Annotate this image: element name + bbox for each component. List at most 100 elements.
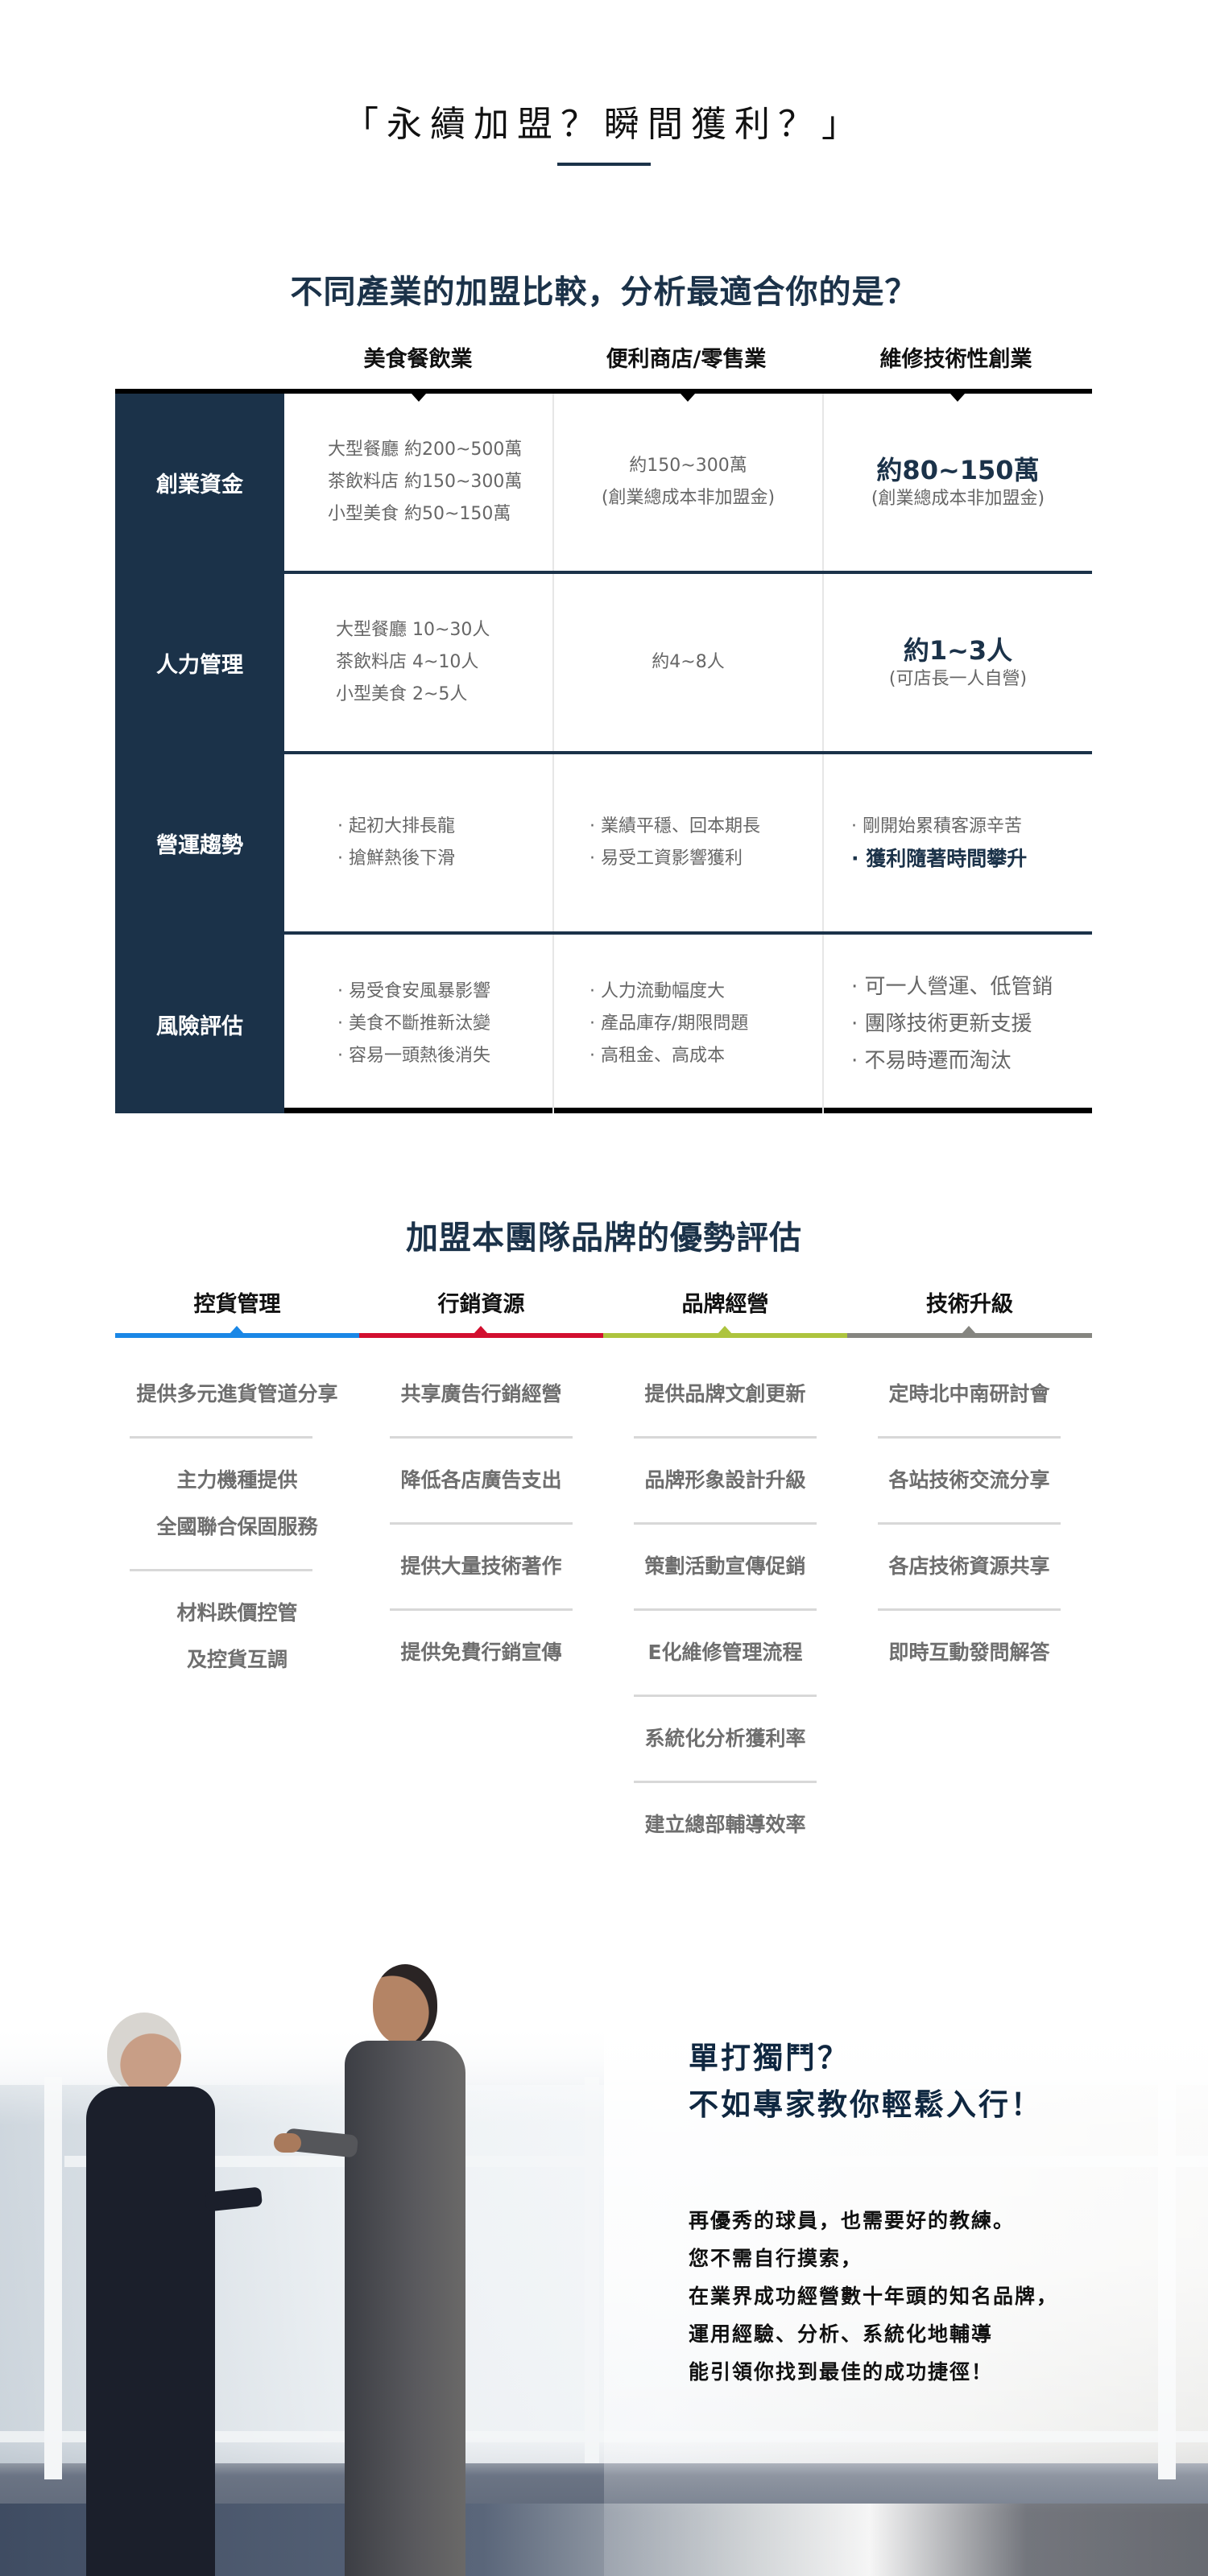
tab-pointer-icon (230, 1326, 244, 1334)
tab-bar-blue (115, 1333, 359, 1338)
list-item: 策劃活動宣傳促銷 (644, 1554, 806, 1578)
tab-label: 品牌經營 (681, 1292, 769, 1317)
list-item: 降低各店廣告支出 (400, 1468, 562, 1492)
cell-bullet: 高租金、高成本 (590, 1040, 822, 1072)
tab-label: 行銷資源 (437, 1292, 525, 1317)
cell-bullet-highlight: 不易時遷而淘汰 (851, 1042, 1092, 1080)
cell-line: (可店長一人自營) (888, 669, 1028, 689)
row-label: 風險評估 (115, 935, 284, 1113)
comparison-table: 創業資金 大型餐廳 約200~500萬 茶飲料店 約150~300萬 小型美食 … (115, 389, 1092, 1113)
advantages-column-brand: 提供品牌文創更新 品牌形象設計升級 策劃活動宣傳促銷 E化維修管理流程 系統化分… (603, 1352, 847, 1867)
cell-line: 小型美食 約50~150萬 (328, 504, 511, 524)
list-item: 共享廣告行銷經營 (400, 1382, 562, 1406)
list-item: 系統化分析獲利率 (644, 1727, 806, 1750)
cell-bullet: 起初大排長龍 (337, 811, 552, 843)
window-mullion (585, 2077, 599, 2463)
item-divider (634, 1695, 817, 1697)
person-head (107, 2013, 181, 2093)
column-header-repair: 維修技術性創業 (879, 347, 1032, 372)
item-divider (634, 1522, 817, 1525)
list-item: 各店技術資源共享 (888, 1554, 1050, 1578)
cell-retail-trend: 業績平穩、回本期長 易受工資影響獲利 (552, 754, 822, 931)
pointer-repair-icon (950, 394, 965, 402)
cell-line: 約150~300萬 (629, 456, 747, 476)
advantages-title: 加盟本團隊品牌的優勢評估 (406, 1220, 802, 1257)
list-item: 主力機種提供 全國聯合保固服務 (156, 1468, 318, 1538)
cell-bullet: 業績平穩、回本期長 (590, 811, 822, 843)
cell-line: (創業總成本非加盟金) (871, 489, 1045, 509)
cell-bullet: 美食不斷推新汰變 (337, 1008, 552, 1040)
cell-retail-staff: 約4~8人 (552, 574, 822, 751)
item-divider (634, 1608, 817, 1611)
advantages-column-technology: 定時北中南研討會 各站技術交流分享 各店技術資源共享 即時互動發問解答 (847, 1352, 1091, 1695)
tab-label: 技術升級 (926, 1292, 1013, 1317)
table-row-trend: 營運趨勢 起初大排長龍 搶鮮熱後下滑 業績平穩、回本期長 易受工資影響獲利 剛開… (115, 754, 1092, 935)
comparison-column-headers: 美食餐飲業 便利商店/零售業 維修技術性創業 (283, 341, 1089, 374)
item-divider (878, 1522, 1061, 1525)
list-item: 定時北中南研討會 (888, 1382, 1050, 1406)
pointer-food-icon (412, 394, 426, 402)
tab-bar-gray (847, 1333, 1092, 1338)
row-divider (115, 571, 1092, 574)
cta-body-line: 能引領你找到最佳的成功捷徑！ (689, 2360, 994, 2384)
list-item: 提供大量技術著作 (400, 1554, 562, 1578)
pointer-retail-icon (681, 394, 695, 402)
tab-brand[interactable]: 品牌經營 (603, 1286, 847, 1343)
list-item: 建立總部輔導效率 (644, 1813, 806, 1836)
item-divider (634, 1781, 817, 1783)
tab-label: 控貨管理 (193, 1292, 281, 1317)
cell-line: 茶飲料店 約150~300萬 (328, 472, 523, 492)
item-divider (634, 1436, 817, 1439)
cell-line: 茶飲料店 4~10人 (336, 652, 479, 672)
cell-bullet: 搶鮮熱後下滑 (337, 843, 552, 875)
cell-bullet: 易受食安風暴影響 (337, 976, 552, 1008)
tab-inventory[interactable]: 控貨管理 (115, 1286, 359, 1343)
cell-repair-risk: 可一人營運、低管銷 團隊技術更新支援 不易時遷而淘汰 (822, 935, 1092, 1113)
item-divider (130, 1569, 312, 1571)
advantages-column-inventory: 提供多元進貨管道分享 主力機種提供 全國聯合保固服務 材料跌價控管 及控貨互調 (115, 1352, 359, 1702)
cell-repair-staff: 約1~3人 (可店長一人自營) (822, 574, 1092, 751)
person-right (256, 1964, 514, 2576)
tab-technology[interactable]: 技術升級 (847, 1286, 1092, 1343)
table-row-capital: 創業資金 大型餐廳 約200~500萬 茶飲料店 約150~300萬 小型美食 … (115, 394, 1092, 574)
advantages-column-marketing: 共享廣告行銷經營 降低各店廣告支出 提供大量技術著作 提供免費行銷宣傳 (359, 1352, 603, 1695)
cell-bullet: 剛開始累積客源辛苦 (851, 811, 1092, 843)
list-item: 提供品牌文創更新 (644, 1382, 806, 1406)
cell-line: 大型餐廳 10~30人 (336, 620, 490, 640)
list-item: 提供免費行銷宣傳 (400, 1641, 562, 1664)
cell-bullet: 人力流動幅度大 (590, 976, 822, 1008)
cta-title: 單打獨鬥？ 不如專家教你輕鬆入行！ (689, 2035, 1043, 2128)
person-head (373, 1964, 437, 2045)
cell-highlight: 約80~150萬 (876, 455, 1040, 485)
cta-title-line: 不如專家教你輕鬆入行！ (689, 2087, 1043, 2122)
comparison-title: 不同產業的加盟比較，分析最適合你的是？ (290, 274, 918, 311)
advantages-tabs: 控貨管理 行銷資源 品牌經營 技術升級 (115, 1286, 1092, 1343)
cell-bullet-highlight: 獲利隨著時間攀升 (851, 843, 1092, 875)
cell-line: (創業總成本非加盟金) (601, 488, 776, 508)
cell-food-trend: 起初大排長龍 搶鮮熱後下滑 (284, 754, 552, 931)
row-divider (115, 751, 1092, 754)
list-item: 提供多元進貨管道分享 (136, 1382, 338, 1406)
tab-marketing[interactable]: 行銷資源 (359, 1286, 603, 1343)
cell-bullet-highlight: 團隊技術更新支援 (851, 1005, 1092, 1042)
title-underline (557, 163, 651, 166)
tab-pointer-icon (718, 1326, 732, 1334)
list-item: E化維修管理流程 (647, 1641, 803, 1664)
item-divider (390, 1522, 573, 1525)
cta-body-line: 在業界成功經營數十年頭的知名品牌， (689, 2285, 1059, 2308)
page-title: 「永續加盟？瞬間獲利？」 (343, 104, 865, 145)
item-divider (130, 1436, 312, 1439)
cell-repair-trend: 剛開始累積客源辛苦 獲利隨著時間攀升 (822, 754, 1092, 931)
cell-bullet: 易受工資影響獲利 (590, 843, 822, 875)
cell-bullet: 產品庫存/期限問題 (590, 1008, 822, 1040)
column-header-food: 美食餐飲業 (363, 347, 473, 372)
tab-bar-red (359, 1333, 603, 1338)
tab-bar-green (603, 1333, 847, 1338)
cell-line: 大型餐廳 約200~500萬 (328, 440, 523, 460)
list-item: 即時互動發問解答 (888, 1641, 1050, 1664)
cell-highlight: 約1~3人 (903, 635, 1013, 666)
cta-body-line: 運用經驗、分析、系統化地輔導 (689, 2322, 994, 2346)
item-divider (390, 1608, 573, 1611)
cell-line: 約4~8人 (652, 652, 725, 672)
list-item: 各站技術交流分享 (888, 1468, 1050, 1492)
